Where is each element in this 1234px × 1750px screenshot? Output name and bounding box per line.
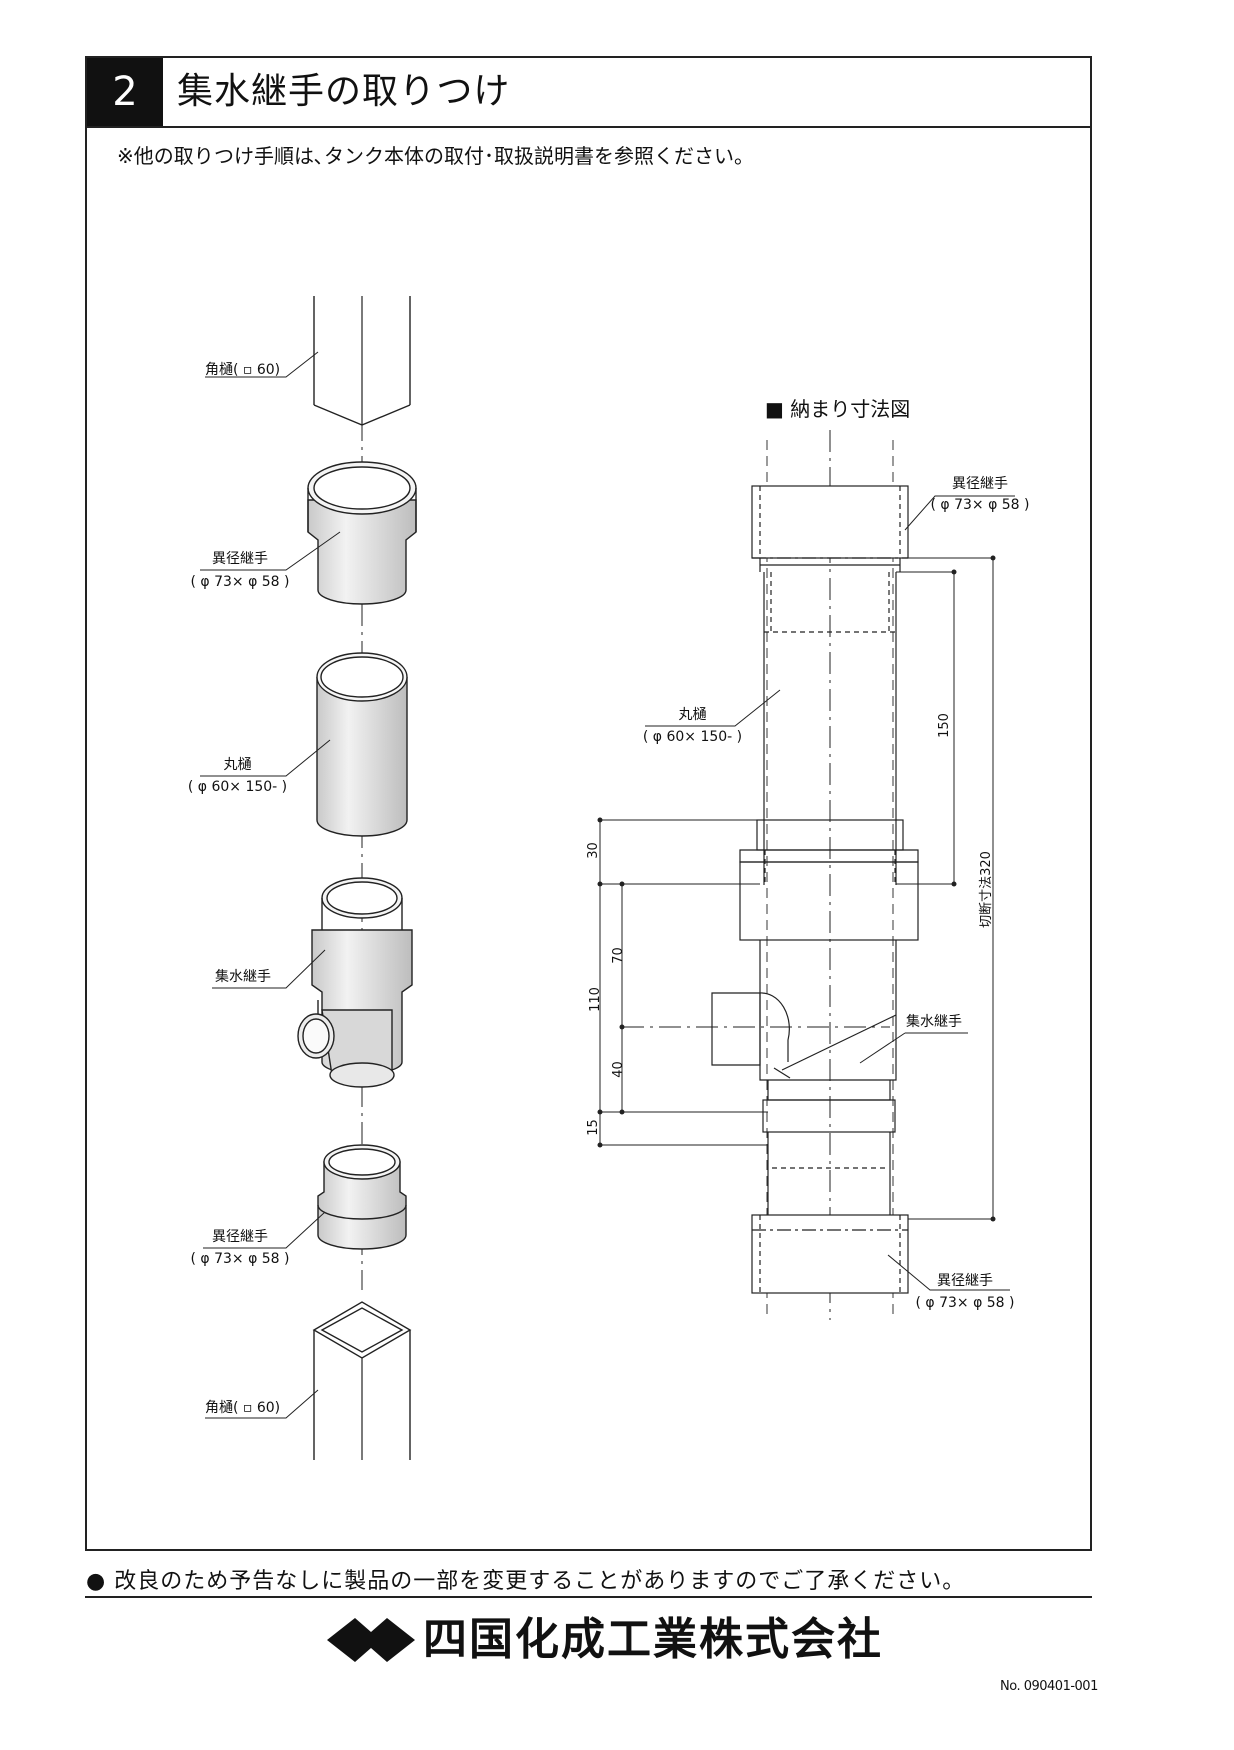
section-label-round-gutter-spec: ( φ 60× 150- ) xyxy=(642,729,743,745)
section-label-round-gutter-name: 丸樋 xyxy=(678,707,707,723)
section-view-title: ■ 納まり寸法図 xyxy=(765,397,911,421)
footer-divider xyxy=(85,1596,1092,1598)
label-round-gutter-spec: ( φ 60× 150- ) xyxy=(187,779,288,795)
round-gutter-part xyxy=(316,652,408,837)
dimension-lines xyxy=(598,557,995,1220)
footer-notice: ● 改良のため予告なしに製品の一部を変更することがありますのでご了承ください。 xyxy=(86,1569,966,1594)
dim-label-70: 70 xyxy=(610,947,626,964)
company-logo: 四国化成工業株式会社 xyxy=(325,1610,885,1670)
label-reducer-bottom-name: 異径継手 xyxy=(212,1229,268,1245)
reducer-top-part xyxy=(307,461,417,605)
label-collector: 集水継手 xyxy=(215,969,271,985)
document-number: No. 090401-001 xyxy=(1000,1679,1098,1694)
label-reducer-top-name: 異径継手 xyxy=(212,551,268,567)
section-label-reducer-top-spec: ( φ 73× φ 58 ) xyxy=(930,497,1030,513)
dim-label-150: 150 xyxy=(936,713,952,738)
instruction-note: ※他の取りつけ手順は､タンク本体の取付･取扱説明書を参照ください。 xyxy=(117,144,754,168)
content-frame: 2 集水継手の取りつけ ※他の取りつけ手順は､タンク本体の取付･取扱説明書を参照… xyxy=(85,56,1092,1551)
label-reducer-top-spec: ( φ 73× φ 58 ) xyxy=(190,574,290,590)
section-title: 集水継手の取りつけ xyxy=(177,71,511,112)
label-reducer-bottom-spec: ( φ 73× φ 58 ) xyxy=(190,1251,290,1267)
step-number: 2 xyxy=(87,58,163,126)
reducer-bottom-part xyxy=(317,1144,407,1250)
company-mark-icon xyxy=(327,1618,415,1662)
section-drawing xyxy=(711,430,919,1320)
section-label-reducer-top-name: 異径継手 xyxy=(952,476,1008,492)
dim-label-cut-320: 切断寸法320 xyxy=(978,851,994,928)
square-gutter-bottom-part xyxy=(312,1301,412,1460)
square-gutter-top-part xyxy=(313,296,411,426)
label-square-gutter-top: 角樋( ▫ 60) xyxy=(205,362,281,378)
dim-label-40: 40 xyxy=(610,1061,626,1078)
label-round-gutter-name: 丸樋 xyxy=(223,757,252,773)
section-label-collector: 集水継手 xyxy=(906,1014,962,1030)
company-name: 四国化成工業株式会社 xyxy=(423,1614,883,1665)
dim-label-110: 110 xyxy=(587,987,603,1012)
collector-part xyxy=(297,877,413,1088)
label-square-gutter-bottom: 角樋( ▫ 60) xyxy=(205,1400,281,1416)
dim-label-30: 30 xyxy=(585,842,601,859)
section-label-reducer-bottom-spec: ( φ 73× φ 58 ) xyxy=(915,1295,1015,1311)
section-header: 2 集水継手の取りつけ xyxy=(87,58,1090,128)
dim-label-15: 15 xyxy=(585,1119,601,1136)
section-label-reducer-bottom-name: 異径継手 xyxy=(937,1273,993,1289)
